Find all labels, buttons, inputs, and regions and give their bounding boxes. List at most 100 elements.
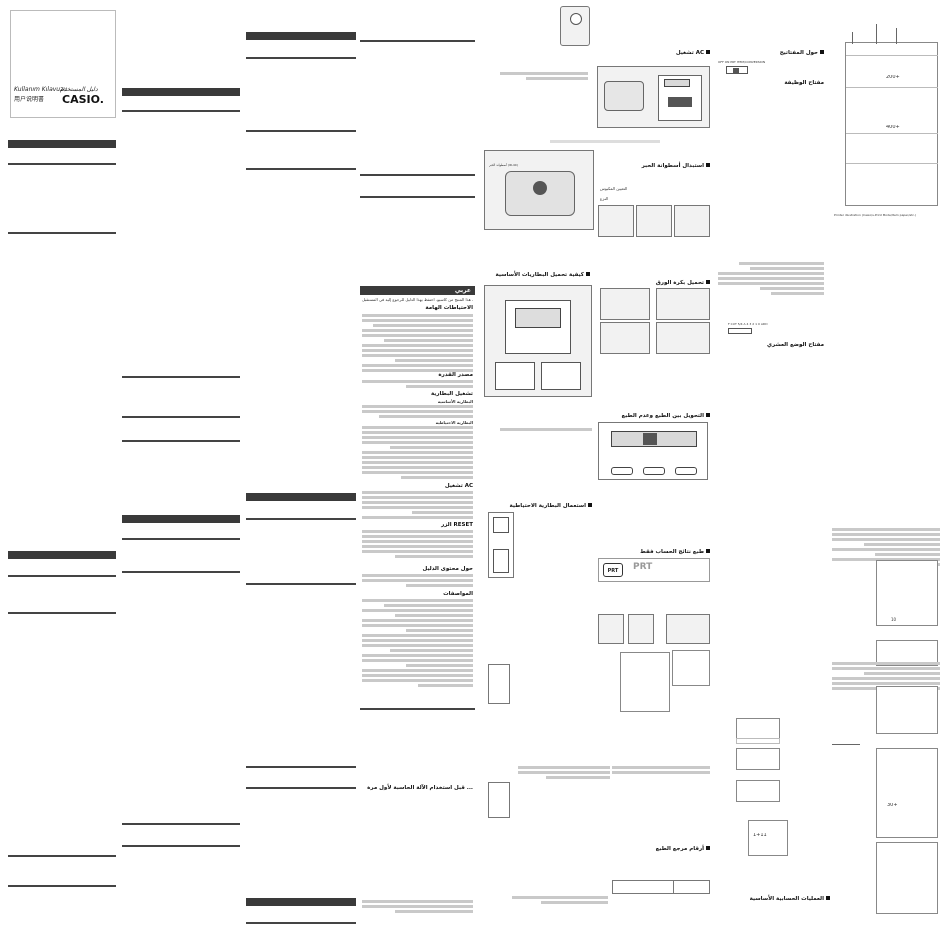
heading-ac-operation: تشغيل AC xyxy=(444,483,473,489)
divider xyxy=(8,163,116,165)
section-heading-bar xyxy=(8,140,116,148)
divider xyxy=(122,110,240,112)
ac-adaptor-illustration xyxy=(597,66,710,128)
tape-footnote: Printer illustration (Casio/s-Print Mode… xyxy=(834,213,917,217)
backup-battery-illustration xyxy=(488,512,514,578)
cover-turkish-title: Kullanım Kılavuzu xyxy=(14,86,68,93)
middle-tape-2 xyxy=(672,650,710,686)
switch-label: OFF ON PRT ITEM/CONVERSION xyxy=(718,60,766,64)
heading-install-basic: كيفية تحميل البطاريات الأساسية xyxy=(480,272,590,278)
section-heading-bar xyxy=(246,898,356,906)
ink-step-3 xyxy=(674,205,710,237)
arabic-body-text xyxy=(362,491,473,521)
arabic-header-bar: عربي xyxy=(360,286,475,295)
divider xyxy=(8,575,116,577)
battery-install-illustration xyxy=(484,285,592,397)
tape-value-1: 200+ xyxy=(886,75,900,80)
divider xyxy=(360,708,475,710)
section-heading-bar xyxy=(8,551,116,559)
printer-tape-main: 200+ 400+ xyxy=(845,42,938,206)
paper-step-2 xyxy=(656,288,710,320)
calc-tape-1 xyxy=(736,718,780,740)
paper-step-1 xyxy=(600,288,650,320)
heading-basic-ops: العمليات الحسابية الأساسية xyxy=(720,896,830,902)
decimal-switch-graphic xyxy=(728,328,752,334)
divider xyxy=(246,922,356,924)
divider xyxy=(8,612,116,614)
calc-tape-5 xyxy=(736,738,780,744)
tape-value-5: 10 xyxy=(891,617,897,622)
callout-line xyxy=(896,28,897,44)
heading-print-symbols: أرقام مرجع الطبع xyxy=(600,846,710,852)
arabic-body-text xyxy=(362,574,473,589)
middle-body-text xyxy=(512,896,608,906)
heading-power-supply: مصدر القدرة xyxy=(438,372,473,378)
divider xyxy=(8,885,116,887)
arabic-intro: شكراً على شرائك هذا المنتج من كاسيو. احت… xyxy=(362,297,473,302)
cover-chinese-title: 用户说明書 xyxy=(14,96,45,103)
heading-specifications: المواصفات xyxy=(443,591,473,597)
divider xyxy=(246,130,356,132)
heading-ink-roller: استبدال أسطوانة الحبر xyxy=(600,163,710,169)
ops-tape-4: 30+ xyxy=(876,748,938,838)
ink-sub2: النزع xyxy=(600,196,609,201)
heading-important-precautions: الاحتياطات الهامة xyxy=(425,305,473,311)
switch-description xyxy=(718,262,824,297)
subheading-basic-battery: البطارية الأساسية xyxy=(437,399,473,404)
arabic-body-text xyxy=(362,405,473,420)
middle-body-text xyxy=(500,72,588,82)
ac-plug-illustration xyxy=(560,6,590,46)
cover-box xyxy=(10,10,116,118)
heading-reset: الزر RESET xyxy=(441,522,473,528)
calc-tape-4: 1+11 xyxy=(748,820,788,856)
tape-value-2: 400+ xyxy=(886,125,900,130)
divider xyxy=(360,174,475,176)
section-heading-bar xyxy=(246,493,356,501)
backup-battery-illustration-3 xyxy=(488,782,510,818)
heading-paper-roll: تحميل بكرة الورق xyxy=(600,280,710,286)
divider xyxy=(246,57,356,59)
ink-sub1: التعيين المكبوس xyxy=(600,186,628,191)
divider xyxy=(360,196,475,198)
divider xyxy=(246,168,356,170)
prt-key: PRT xyxy=(603,563,623,577)
divider xyxy=(122,416,240,418)
heading-about-manual: حول محتوى الدليل xyxy=(422,566,473,572)
callout-line xyxy=(876,24,877,44)
arabic-spec-text xyxy=(362,599,473,689)
ops-tape-5 xyxy=(876,842,938,914)
paper-step-3 xyxy=(600,322,650,354)
arabic-body-text xyxy=(362,530,473,560)
middle-body-text xyxy=(518,766,610,781)
calc-tape-3 xyxy=(736,780,780,802)
divider xyxy=(122,538,240,540)
divider xyxy=(8,232,116,234)
printed-result-tile-3 xyxy=(666,614,710,644)
divider xyxy=(246,766,356,768)
ops-tape-2 xyxy=(876,640,938,666)
section-heading-bar xyxy=(246,32,356,40)
divider xyxy=(122,571,240,573)
prt-display-text: PRT xyxy=(633,562,653,572)
divider xyxy=(122,440,240,442)
ops-tape-1: 10 xyxy=(876,560,938,626)
paper-step-4 xyxy=(656,322,710,354)
tape-value-4: 1+11 xyxy=(753,833,767,838)
backup-battery-illustration-2 xyxy=(488,664,510,704)
divider xyxy=(246,787,356,789)
ac-instruction-text xyxy=(550,140,660,143)
prt-key-illustration: PRT PRT xyxy=(598,558,710,582)
ink-step-1 xyxy=(598,205,634,237)
callout-line xyxy=(852,32,853,44)
heading-about-switches: حول المفتاتيح xyxy=(734,50,824,56)
divider xyxy=(122,845,240,847)
heading-backup-battery-use: استعمال البطارية الاحتياطية xyxy=(500,503,592,509)
section-heading-bar xyxy=(122,88,240,96)
middle-tape-1 xyxy=(620,652,670,712)
tape-value-3: 30+ xyxy=(887,803,898,808)
cover-arabic-title: دليل المستخدم xyxy=(60,86,98,93)
middle-body-text xyxy=(612,766,710,776)
decimal-label: F CUT 5/4 A 4 3 2 1 0 ADD xyxy=(728,322,768,326)
heading-print-result: طبع نتائج الحساب فقط xyxy=(590,549,710,555)
printed-result-tile-2 xyxy=(628,614,654,644)
